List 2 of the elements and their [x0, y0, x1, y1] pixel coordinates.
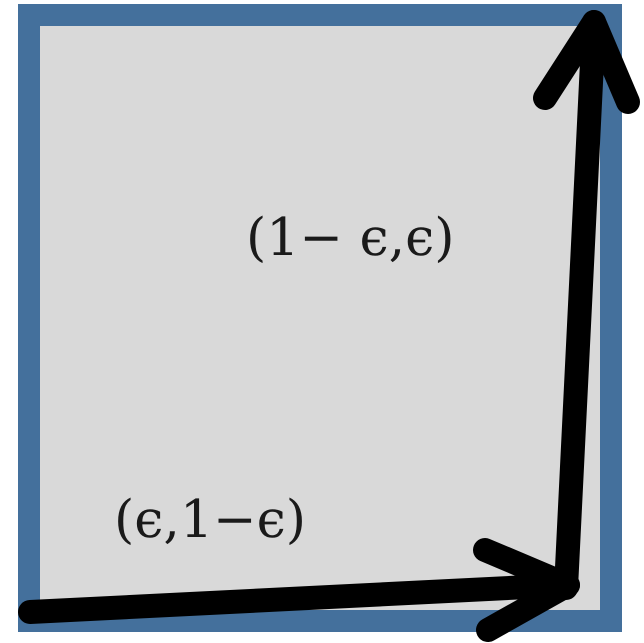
coordinate-label: (ϵ,1−ϵ) [114, 494, 306, 546]
coordinate-label: (1− ϵ,ϵ) [246, 212, 455, 264]
